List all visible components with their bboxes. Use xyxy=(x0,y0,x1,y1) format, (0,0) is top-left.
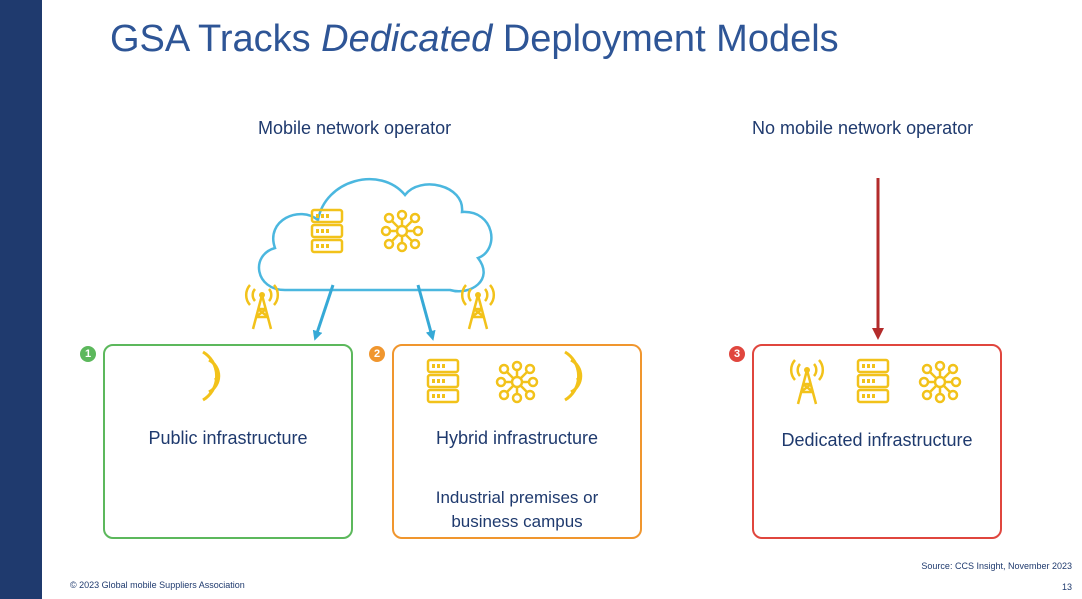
cell-tower-icon-left xyxy=(244,283,280,331)
badge-2: 2 xyxy=(369,346,385,362)
wireless-waves-icon-hybrid xyxy=(563,350,583,402)
slide-sidebar-bar xyxy=(0,0,42,599)
hybrid-infrastructure-label: Hybrid infrastructure xyxy=(435,428,599,448)
public-infrastructure-box: Public infrastructure xyxy=(103,344,353,539)
badge-3: 3 xyxy=(729,346,745,362)
server-icon-hybrid xyxy=(426,358,460,404)
arrow-to-hybrid xyxy=(416,284,436,341)
public-infrastructure-label: Public infrastructure xyxy=(148,428,308,448)
arrow-to-public xyxy=(312,284,335,341)
slide-title: GSA Tracks Dedicated Deployment Models xyxy=(110,18,839,60)
cloud-icon xyxy=(257,178,493,293)
network-hub-icon-dedicated xyxy=(918,360,962,404)
source-text: Source: CCS Insight, November 2023 xyxy=(921,561,1072,571)
dedicated-infrastructure-label: Dedicated infrastructure xyxy=(781,430,973,450)
cell-tower-icon-dedicated xyxy=(789,358,825,406)
copyright-text: © 2023 Global mobile Suppliers Associati… xyxy=(70,580,245,590)
hybrid-sub-line2: business campus xyxy=(451,512,583,531)
cell-tower-icon-mid xyxy=(460,283,496,331)
hybrid-sub-line1: Industrial premises or xyxy=(435,488,599,507)
no-mno-header: No mobile network operator xyxy=(752,118,974,138)
badge-1: 1 xyxy=(80,346,96,362)
server-icon-dedicated xyxy=(856,358,890,404)
mno-header: Mobile network operator xyxy=(258,118,452,138)
network-hub-icon-hybrid xyxy=(495,360,539,404)
wireless-waves-icon-public xyxy=(201,350,221,402)
page-number: 13 xyxy=(1061,582,1072,592)
